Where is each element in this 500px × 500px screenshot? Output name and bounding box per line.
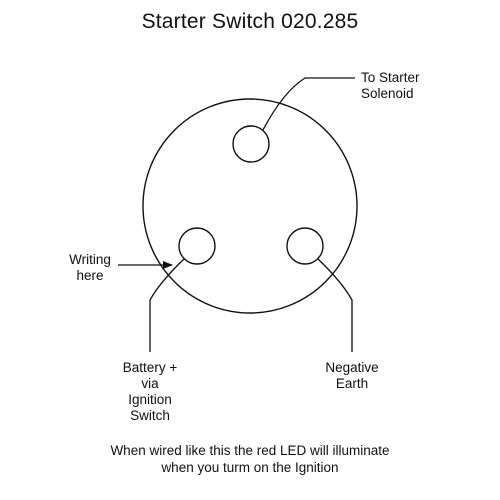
diagram-title: Starter Switch 020.285	[141, 10, 359, 33]
label-starter-solenoid: To Starter Solenoid	[361, 70, 420, 101]
label-battery: Battery + via Ignition Switch	[122, 360, 178, 423]
terminal-solenoid	[232, 125, 270, 163]
leader-solenoid	[262, 77, 355, 131]
label-negative-earth: Negative Earth	[325, 360, 379, 391]
label-writing-here: Writing here	[69, 252, 111, 283]
caption: When wired like this the red LED will il…	[0, 442, 500, 476]
caption-line-2: when you turm on the Ignition	[161, 460, 339, 475]
caption-line-1: When wired like this the red LED will il…	[110, 443, 390, 458]
leader-battery	[149, 258, 185, 352]
terminal-earth	[286, 227, 324, 265]
switch-body-circle	[142, 98, 358, 314]
leader-earth	[317, 258, 353, 352]
terminal-battery	[178, 227, 216, 265]
